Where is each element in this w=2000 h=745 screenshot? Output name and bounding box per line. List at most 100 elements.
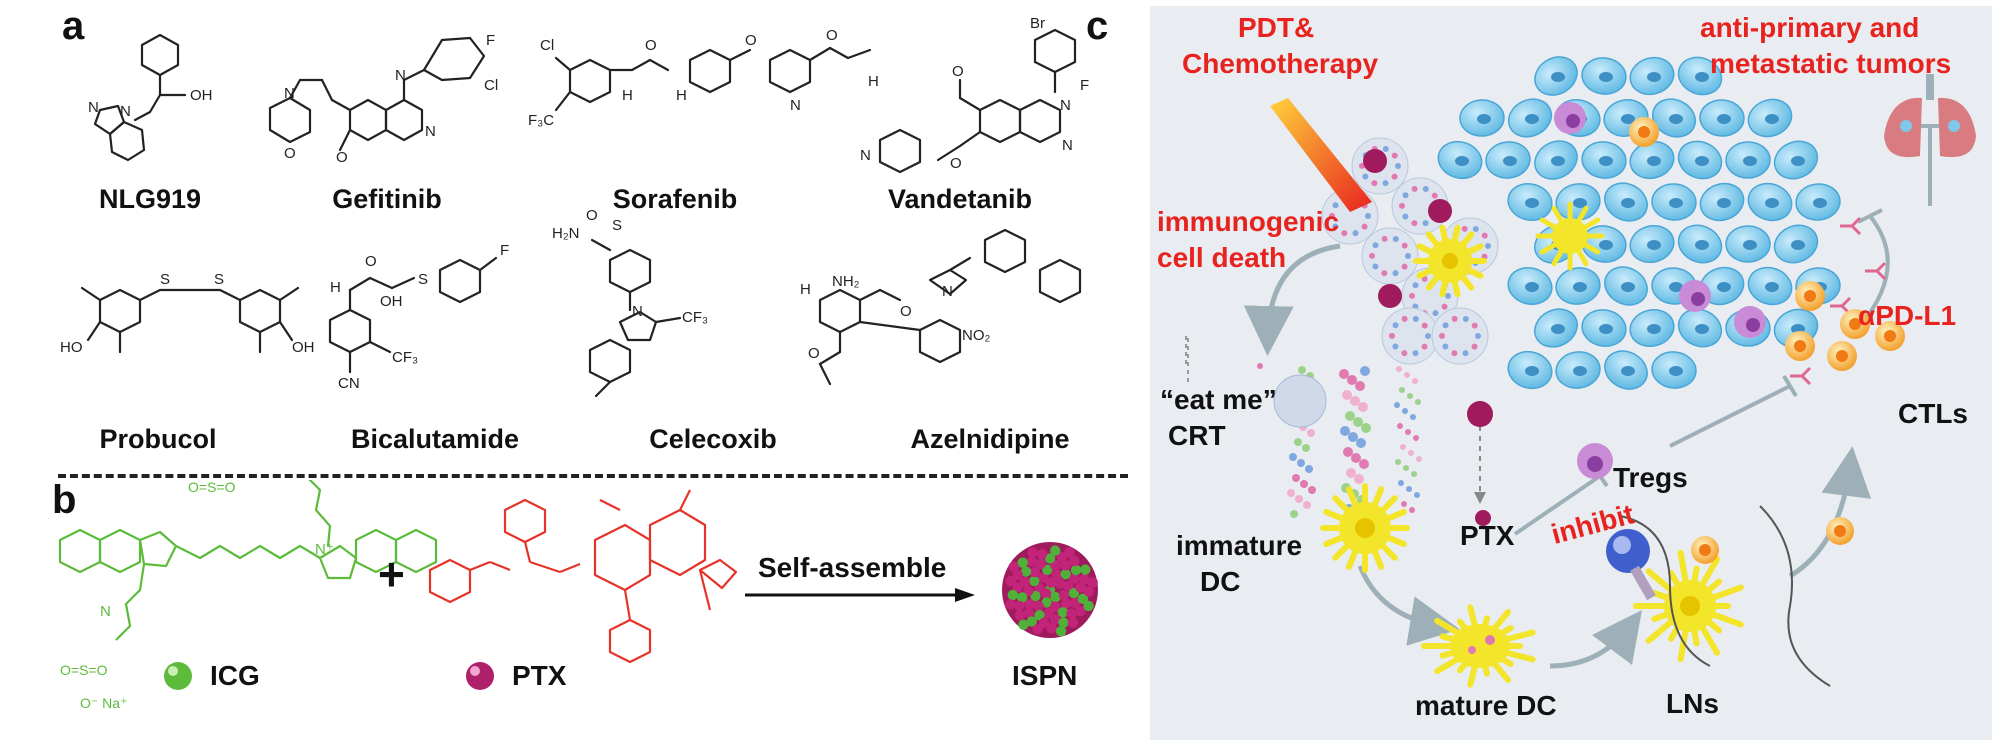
apdl1-label: αPD-L1 <box>1858 300 1957 331</box>
panel-b-letter: b <box>52 478 77 522</box>
svg-text:S: S <box>214 271 224 288</box>
svg-text:O: O <box>645 37 657 54</box>
dying-cell-cluster <box>1321 137 1605 365</box>
immature-dc-label-1: immature <box>1176 530 1303 561</box>
tregs-label: Tregs <box>1613 462 1688 493</box>
icd-label-1: immunogenic <box>1157 206 1340 237</box>
svg-text:N: N <box>632 303 643 320</box>
dying-tumor-cell <box>1431 307 1489 365</box>
svg-text:H: H <box>330 279 341 296</box>
svg-text:HO: HO <box>60 339 83 356</box>
ptx-label: PTX <box>1460 520 1515 551</box>
ptx-legend-sphere <box>466 662 494 690</box>
svg-text:N: N <box>88 99 99 116</box>
svg-text:Cl: Cl <box>540 37 554 54</box>
panel-a-letter: a <box>62 4 85 48</box>
svg-text:H: H <box>676 87 687 104</box>
eat-me-label: “eat me” <box>1160 384 1277 415</box>
svg-text:O: O <box>365 253 377 270</box>
svg-text:F: F <box>500 242 509 259</box>
svg-text:O: O <box>808 345 820 362</box>
svg-text:O: O <box>950 155 962 172</box>
svg-text:O: O <box>900 303 912 320</box>
laser-beam <box>1270 98 1372 212</box>
svg-text:CF₃: CF₃ <box>392 349 418 366</box>
ln-dc <box>1633 549 1744 663</box>
anti-tumor-label-1: anti-primary and <box>1700 12 1920 43</box>
svg-text:N: N <box>284 85 295 102</box>
vandetanib-structure <box>878 28 1077 174</box>
pdt-label: PDT& <box>1238 12 1315 43</box>
panel-b-graphics: N N⁺ O=S=O O⁻ Na⁺ O=S=O + <box>58 480 1098 711</box>
svg-text:O: O <box>336 149 348 166</box>
sorafenib-structure <box>554 46 872 112</box>
ptx-structure <box>428 489 738 664</box>
molecule-name: Vandetanib <box>887 184 1033 214</box>
tumor-cell-cluster <box>1437 56 1841 390</box>
svg-text:OH: OH <box>380 293 403 310</box>
svg-text:O: O <box>952 63 964 80</box>
svg-text:N: N <box>395 67 406 84</box>
plus-sign: + <box>378 548 405 600</box>
ctl-cells <box>1785 281 1905 371</box>
svg-text:F: F <box>486 32 495 49</box>
molecule-name: Azelnidipine <box>910 424 1070 454</box>
azelnidipine-structure <box>818 228 1082 386</box>
molecule-name: Bicalutamide <box>350 424 520 454</box>
ctls-label: CTLs <box>1898 398 1968 429</box>
molecule-name: Celecoxib <box>649 424 777 454</box>
self-assemble-label: Self-assemble <box>758 552 947 583</box>
svg-text:N⁺: N⁺ <box>315 541 334 558</box>
panel-divider <box>58 474 1128 478</box>
icg-legend-sphere <box>164 662 192 690</box>
svg-text:S: S <box>418 271 428 288</box>
bicalutamide-structure <box>328 256 498 374</box>
free-ispn <box>1467 401 1493 427</box>
svg-text:CN: CN <box>338 375 360 392</box>
panel-c-letter: c <box>1086 4 1109 48</box>
svg-text:N: N <box>425 123 436 140</box>
svg-text:O=S=O: O=S=O <box>188 480 236 495</box>
svg-text:H: H <box>622 87 633 104</box>
svg-text:N: N <box>860 147 871 164</box>
gefitinib-structure <box>268 36 486 152</box>
ptx-molecule <box>1475 510 1491 526</box>
svg-text:NH₂: NH₂ <box>832 273 860 290</box>
celecoxib-structure <box>588 238 682 398</box>
ispn-particle <box>1002 542 1098 638</box>
ispn-label: ISPN <box>1012 660 1078 691</box>
anti-tumor-label-2: metastatic tumors <box>1710 48 1952 79</box>
svg-text:S: S <box>612 217 622 234</box>
svg-text:N: N <box>942 283 953 300</box>
svg-text:N: N <box>1060 97 1071 114</box>
svg-text:O⁻ Na⁺: O⁻ Na⁺ <box>80 695 127 711</box>
svg-text:CF₃: CF₃ <box>682 309 708 326</box>
immature-dc <box>1273 374 1410 573</box>
svg-text:H₂N: H₂N <box>552 225 580 242</box>
ptx-legend-label: PTX <box>512 660 567 691</box>
antibodies <box>1790 216 1887 386</box>
lns-label: LNs <box>1666 688 1719 719</box>
svg-text:S: S <box>160 271 170 288</box>
svg-text:O: O <box>284 145 296 162</box>
mature-dc <box>1421 604 1536 688</box>
svg-text:H: H <box>868 73 879 90</box>
molecule-name: NLG919 <box>98 184 202 214</box>
svg-text:N: N <box>790 97 801 114</box>
inhibit-line <box>1513 474 1602 536</box>
lungs-icon <box>1884 74 1976 158</box>
icg-label: ICG <box>210 660 260 691</box>
crt-label: CRT <box>1168 420 1226 451</box>
svg-text:O=S=O: O=S=O <box>60 662 108 678</box>
panel-c-illustration <box>1185 56 1976 688</box>
svg-text:Br: Br <box>1030 15 1045 32</box>
nlg919-structure <box>93 33 187 162</box>
panel-a-structures: OH N N N F Cl N O O N <box>60 15 1089 398</box>
svg-text:O: O <box>826 27 838 44</box>
svg-text:NO₂: NO₂ <box>962 327 991 344</box>
svg-text:O: O <box>745 32 757 49</box>
chemotherapy-label: Chemotherapy <box>1182 48 1379 79</box>
molecule-name: Gefitinib <box>332 184 442 214</box>
svg-text:H: H <box>800 281 811 298</box>
svg-text:Cl: Cl <box>484 77 498 94</box>
